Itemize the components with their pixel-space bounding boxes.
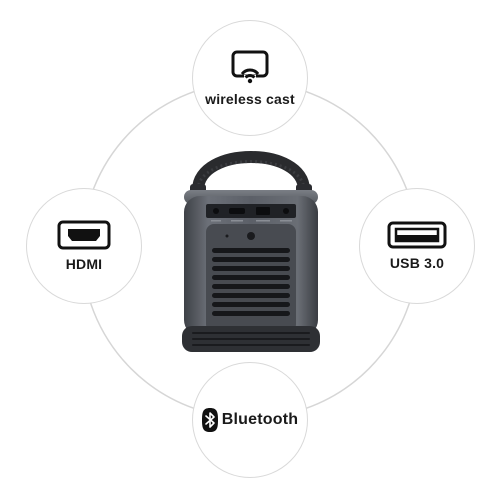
usb-feature: USB 3.0 <box>359 188 475 304</box>
hdmi-label: HDMI <box>65 256 103 272</box>
hdmi-feature: HDMI <box>26 188 142 304</box>
hdmi-port-icon <box>57 220 111 250</box>
usb-label: USB 3.0 <box>389 255 445 271</box>
wireless-cast-feature: wireless cast <box>192 20 308 136</box>
vent-grille <box>212 248 290 316</box>
bluetooth-label: Bluetooth <box>221 411 299 428</box>
wireless-cast-icon <box>231 50 269 84</box>
usb-port-icon <box>387 221 447 249</box>
projector-device <box>182 151 320 352</box>
wireless-cast-label: wireless cast <box>205 91 295 107</box>
bluetooth-icon <box>201 408 218 432</box>
handle-strap <box>192 151 310 196</box>
bluetooth-feature: Bluetooth <box>192 362 308 478</box>
